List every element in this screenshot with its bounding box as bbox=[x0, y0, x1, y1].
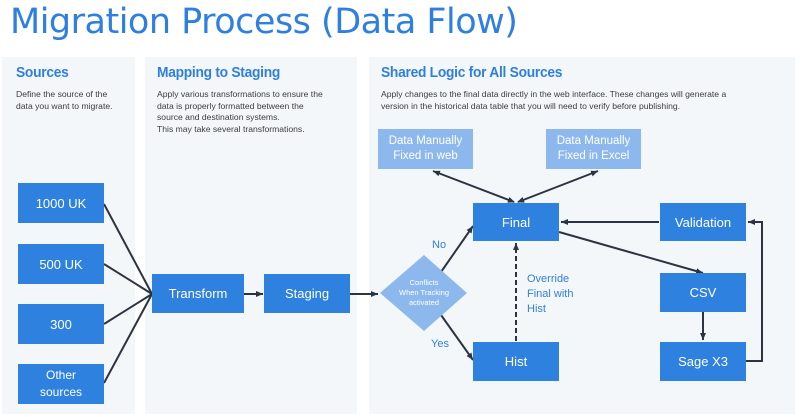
final-node: Final bbox=[473, 203, 559, 241]
transform-node: Transform bbox=[152, 274, 244, 313]
edge-500uk-transform bbox=[103, 263, 153, 295]
source-300-node: 300 bbox=[18, 304, 104, 344]
mapping-heading: Mapping to Staging bbox=[157, 64, 281, 81]
mapping-description: Apply various transformations to ensure … bbox=[157, 89, 323, 134]
source-1000uk-node: 1000 UK bbox=[18, 183, 104, 223]
decision-diamond bbox=[380, 255, 467, 331]
edge-decision-final bbox=[440, 225, 474, 273]
edge-sage-validation bbox=[746, 219, 763, 362]
source-500uk-node: 500 UK bbox=[18, 244, 104, 284]
shared-heading: Shared Logic for All Sources bbox=[381, 64, 563, 81]
override-label: Override Final with Hist bbox=[527, 273, 574, 315]
sources-description: Define the source of the data you want t… bbox=[16, 89, 113, 111]
sage-x3-node: Sage X3 bbox=[660, 342, 746, 381]
manual-web-node: Data Manually Fixed in web bbox=[378, 129, 473, 169]
page-title: Migration Process (Data Flow) bbox=[10, 2, 518, 42]
yes-label: Yes bbox=[431, 338, 449, 350]
staging-node: Staging bbox=[264, 274, 350, 313]
hist-node: Hist bbox=[473, 342, 559, 381]
mapping-panel: Mapping to Staging Apply various transfo… bbox=[145, 57, 357, 414]
validation-node: Validation bbox=[660, 203, 746, 241]
edge-decision-hist bbox=[440, 314, 474, 361]
edge-final-manualexcel bbox=[517, 170, 599, 203]
edge-other-transform bbox=[103, 293, 153, 384]
edge-final-csv bbox=[558, 231, 704, 274]
sources-heading: Sources bbox=[16, 64, 69, 81]
no-label: No bbox=[432, 239, 447, 251]
csv-node: CSV bbox=[660, 273, 746, 312]
edge-1000uk-transform bbox=[103, 203, 153, 295]
sources-panel: Sources Define the source of the data yo… bbox=[2, 57, 135, 414]
source-other-node: Other sources bbox=[18, 364, 104, 404]
decision-label: Conflicts When Tracking activated bbox=[398, 278, 450, 307]
edge-300-transform bbox=[103, 293, 153, 325]
manual-excel-node: Data Manually Fixed in Excel bbox=[546, 129, 641, 169]
shared-description: Apply changes to the final data directly… bbox=[381, 89, 727, 111]
edge-final-manualweb bbox=[432, 170, 515, 203]
